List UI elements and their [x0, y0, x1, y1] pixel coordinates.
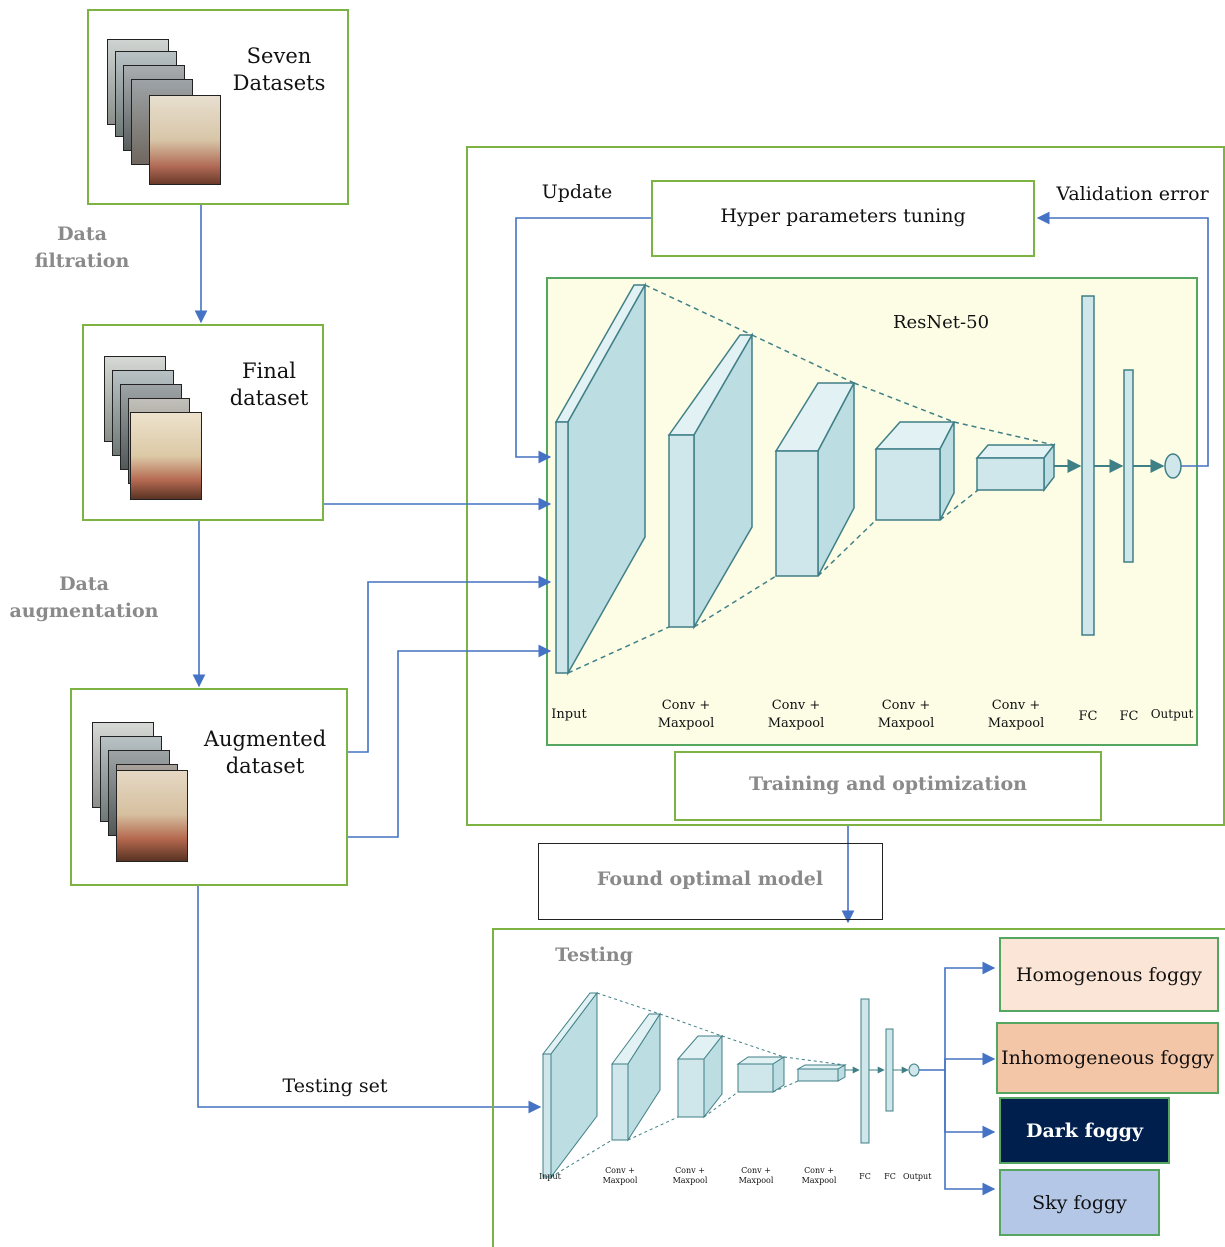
class-box: Homogenous foggy	[999, 937, 1219, 1012]
image-stack	[107, 39, 221, 185]
class-box: Dark foggy	[999, 1097, 1170, 1164]
test-label-fc-2: FC	[884, 1172, 896, 1181]
class-box: Inhomogeneous foggy	[996, 1022, 1219, 1094]
testing-title: Testing	[555, 944, 633, 966]
final-dataset-box: Final dataset	[82, 324, 324, 521]
hyper-parameters-box: Hyper parameters tuning	[651, 180, 1035, 257]
class-label: Dark foggy	[1025, 1119, 1144, 1142]
seven-datasets-label: Seven Datasets	[232, 44, 326, 95]
test-label-fc-1: FC	[859, 1172, 871, 1181]
optimal-model-label: Found optimal model	[596, 868, 824, 890]
image-stack	[104, 356, 204, 501]
update-label: Update	[541, 181, 613, 203]
layer-label-conv-3: Conv + Maxpool	[877, 698, 935, 731]
test-label-conv-1: Conv + Maxpool	[602, 1166, 638, 1185]
class-label: Sky foggy	[1032, 1191, 1127, 1214]
layer-label-output: Output	[1150, 707, 1194, 721]
test-label-conv-3: Conv + Maxpool	[738, 1166, 774, 1185]
hyper-parameters-label: Hyper parameters tuning	[720, 205, 966, 227]
data-filtration-label: Data filtration	[34, 223, 130, 272]
layer-label-fc-1: FC	[1078, 709, 1098, 724]
class-label: Inhomogeneous foggy	[1001, 1047, 1214, 1069]
test-label-input: Input	[539, 1172, 561, 1181]
layer-label-conv-4: Conv + Maxpool	[987, 698, 1045, 731]
training-optimization-label: Training and optimization	[749, 773, 1027, 795]
augmented-dataset-box: Augmented dataset	[70, 688, 348, 886]
resnet-panel	[546, 277, 1198, 746]
resnet-title: ResNet-50	[892, 312, 990, 333]
class-box: Sky foggy	[999, 1169, 1160, 1236]
layer-label-fc-2: FC	[1119, 709, 1139, 724]
data-augmentation-label: Data augmentation	[9, 573, 159, 622]
test-label-output: Output	[903, 1172, 932, 1181]
final-dataset-label: Final dataset	[229, 359, 309, 410]
layer-label-input: Input	[551, 707, 587, 722]
testing-set-label: Testing set	[282, 1075, 388, 1097]
seven-datasets-box: Seven Datasets	[87, 9, 349, 205]
optimal-model-box: Found optimal model	[538, 843, 883, 920]
validation-error-label: Validation error	[1056, 183, 1209, 205]
layer-label-conv-1: Conv + Maxpool	[657, 698, 715, 731]
class-label: Homogenous foggy	[1015, 963, 1203, 986]
test-label-conv-2: Conv + Maxpool	[672, 1166, 708, 1185]
layer-label-conv-2: Conv + Maxpool	[767, 698, 825, 731]
image-stack	[92, 722, 192, 867]
training-optimization-box: Training and optimization	[674, 751, 1102, 821]
test-label-conv-4: Conv + Maxpool	[801, 1166, 837, 1185]
augmented-dataset-label: Augmented dataset	[203, 727, 327, 778]
training-outer-box	[466, 146, 1225, 826]
testing-outer-box	[492, 928, 1225, 1247]
